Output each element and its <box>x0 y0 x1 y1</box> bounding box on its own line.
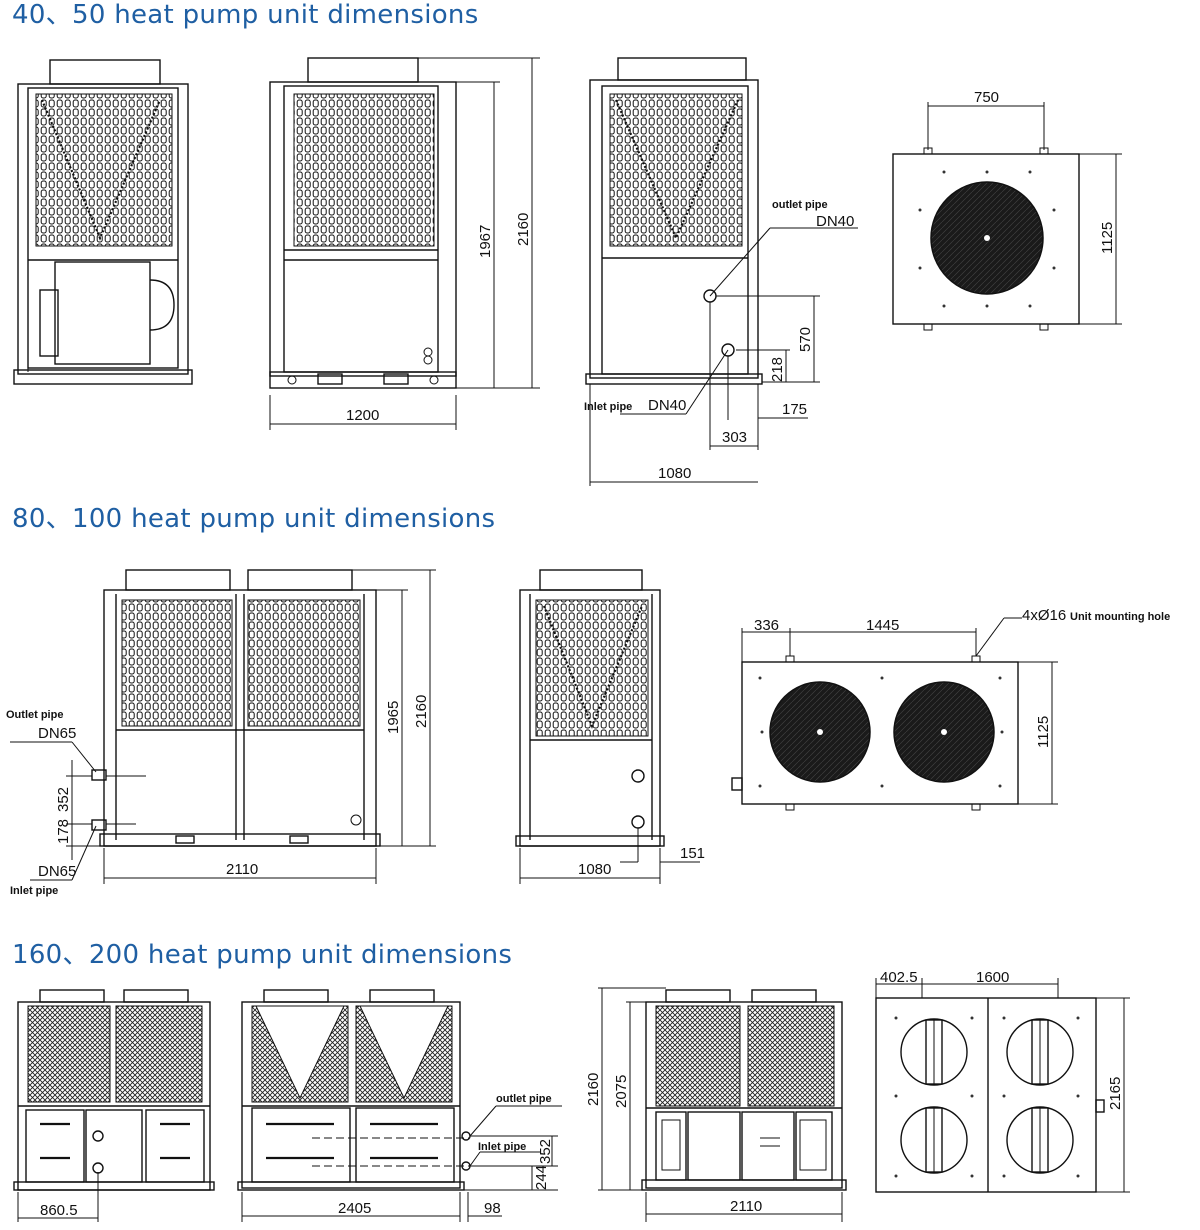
dim-303: 303 <box>722 429 747 446</box>
mount-hole-label: Unit mounting hole <box>1070 611 1170 623</box>
inlet-pipe-dn: DN65 <box>38 863 76 880</box>
dim-352: 352 <box>55 787 72 812</box>
dim-2075: 2075 <box>613 1075 630 1108</box>
dim-2405: 2405 <box>338 1200 371 1217</box>
dim-1445: 1445 <box>866 617 899 634</box>
dim-402-5: 402.5 <box>880 969 918 986</box>
unit-160-200-front-view: 860.5 <box>13 989 215 1222</box>
inlet-pipe-dn: DN40 <box>648 397 686 414</box>
dim-151: 151 <box>680 845 705 862</box>
dim-2110: 2110 <box>730 1198 762 1215</box>
dim-244: 244 <box>533 1165 550 1190</box>
unit-40-50-pipe-side-view: outlet pipe DN40 Inlet pipe DN40 570 218… <box>584 57 858 486</box>
dim-1080: 1080 <box>658 465 691 482</box>
unit-40-50-top-view: 750 1125 <box>892 89 1122 331</box>
dim-2110: 2110 <box>226 861 258 878</box>
outlet-pipe-label: outlet pipe <box>772 199 828 211</box>
dim-height-2160: 2160 <box>515 213 532 246</box>
section-title-160-200: 160、200 heat pump unit dimensions <box>12 940 513 970</box>
dim-height-1967: 1967 <box>477 225 494 258</box>
unit-160-200-top-view: 402.5 1600 2165 <box>875 969 1130 1193</box>
outlet-pipe-label: Outlet pipe <box>6 709 63 721</box>
dim-1600: 1600 <box>976 969 1009 986</box>
inlet-pipe-label: Inlet pipe <box>478 1141 526 1153</box>
dim-1080: 1080 <box>578 861 611 878</box>
dim-218: 218 <box>769 357 786 382</box>
unit-80-100-top-view: 336 1445 4xØ16 Unit mounting hole 1125 <box>731 607 1170 811</box>
inlet-pipe-label: Inlet pipe <box>10 885 58 897</box>
dim-175: 175 <box>782 401 807 418</box>
dim-352: 352 <box>537 1139 554 1164</box>
dim-1125: 1125 <box>1099 222 1116 254</box>
dim-2165: 2165 <box>1107 1077 1124 1110</box>
dim-1965: 1965 <box>385 701 402 734</box>
dim-750: 750 <box>974 89 999 106</box>
dim-570: 570 <box>797 327 814 352</box>
fan-icon <box>1006 1106 1074 1174</box>
unit-40-50-front-view <box>13 59 193 385</box>
dim-1125: 1125 <box>1035 716 1052 748</box>
dim-width-1200: 1200 <box>346 407 379 424</box>
unit-80-100-side-view: 1080 151 <box>515 569 705 884</box>
fan-icon <box>900 1106 968 1174</box>
dim-2160: 2160 <box>585 1073 602 1106</box>
section-title-80-100: 80、100 heat pump unit dimensions <box>12 504 496 534</box>
outlet-pipe-label: outlet pipe <box>496 1093 552 1105</box>
dim-860-5: 860.5 <box>40 1202 78 1219</box>
dim-98: 98 <box>484 1200 501 1217</box>
mount-hole-spec: 4xØ16 <box>1022 607 1066 624</box>
dim-336: 336 <box>754 617 779 634</box>
unit-40-50-side-view: 1200 1967 2160 <box>269 57 540 430</box>
unit-160-200-side-view: outlet pipe Inlet pipe 352 244 2405 98 <box>237 989 562 1222</box>
section-title-40-50: 40、50 heat pump unit dimensions <box>12 0 479 30</box>
outlet-pipe-dn: DN65 <box>38 725 76 742</box>
fan-icon <box>1006 1018 1074 1086</box>
unit-80-100-front-view: Outlet pipe DN65 352 178 DN65 Inlet pipe… <box>6 569 436 897</box>
inlet-pipe-label: Inlet pipe <box>584 401 632 413</box>
dim-2160: 2160 <box>413 695 430 728</box>
outlet-pipe-dn: DN40 <box>816 213 854 230</box>
dim-178: 178 <box>55 819 72 844</box>
fan-icon <box>900 1018 968 1086</box>
unit-160-200-rear-view: 2160 2075 2110 <box>585 987 847 1222</box>
